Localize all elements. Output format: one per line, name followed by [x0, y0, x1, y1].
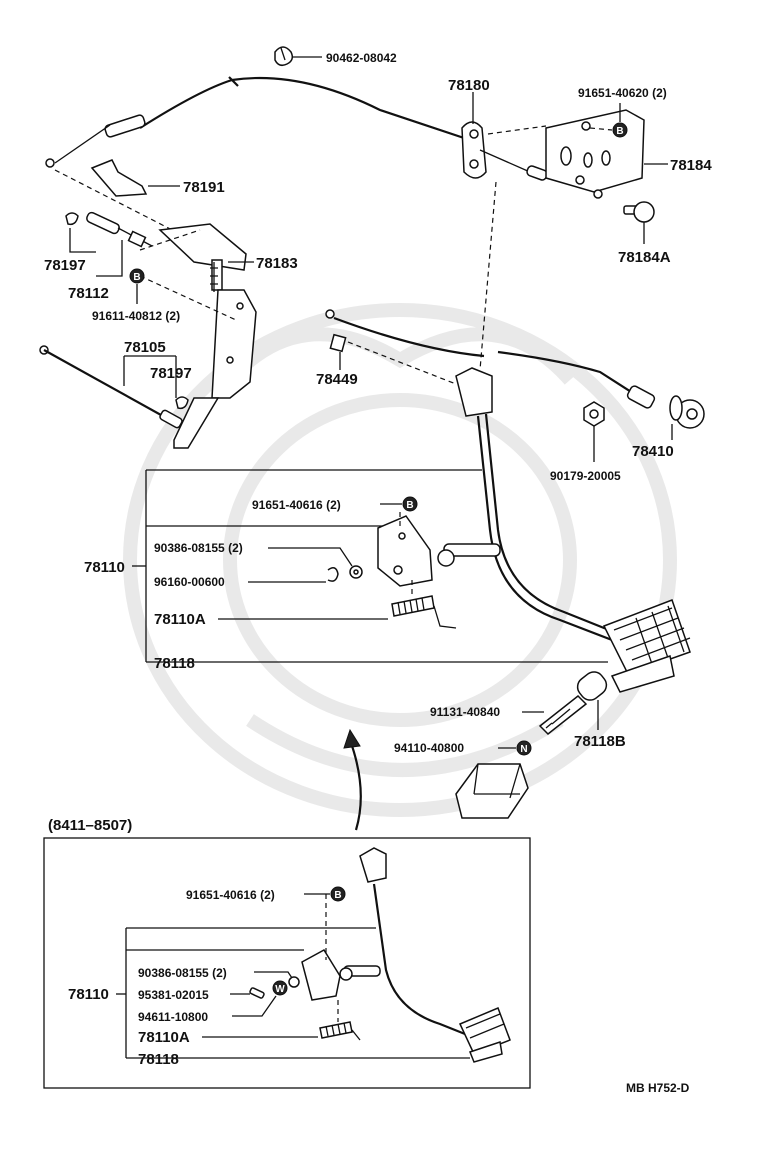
inset-label-78110A: 78110A	[138, 1029, 190, 1046]
diagram-reference-code: MB H752-D	[626, 1081, 690, 1095]
watermark	[123, 303, 677, 817]
inset-washer-badge-w: W	[272, 980, 288, 996]
label-78112: 78112	[68, 285, 109, 302]
svg-text:W: W	[275, 984, 285, 995]
svg-text:B: B	[616, 126, 623, 137]
inset-label-78118: 78118	[138, 1051, 179, 1068]
svg-text:B: B	[406, 500, 413, 511]
clip-78197-lower	[175, 396, 189, 410]
cable-bracket-78180	[461, 121, 548, 181]
svg-text:N: N	[520, 744, 527, 755]
rod-78112	[86, 211, 153, 248]
stopper-cap-78118B	[576, 671, 608, 701]
rod-78105	[39, 345, 183, 429]
clip-part	[274, 46, 294, 67]
label-78118B: 78118B	[574, 733, 626, 750]
svg-text:B: B	[334, 890, 341, 901]
cable-end-78449	[325, 309, 485, 358]
label-91651-40620: 91651-40620 (2)	[578, 86, 667, 100]
bracket-78184	[545, 109, 645, 199]
clip-96160	[327, 567, 339, 582]
label-78410: 78410	[632, 443, 674, 460]
inset-label-78110: 78110	[68, 986, 109, 1003]
nut-badge-b: B	[129, 268, 145, 284]
pivot-bracket	[377, 515, 501, 587]
cap-78184A	[623, 201, 655, 223]
bolt-badge-b-pedal: B	[402, 496, 418, 512]
label-78110: 78110	[84, 559, 125, 576]
label-78197-upper: 78197	[44, 257, 86, 274]
inset-label-91651-40616: 91651-40616 (2)	[186, 888, 275, 902]
inset-pivot-bracket	[301, 949, 381, 1001]
label-78184A: 78184A	[618, 249, 671, 266]
clip-78197-upper	[65, 212, 79, 226]
inset-label-94611-10800: 94611-10800	[138, 1010, 208, 1024]
inset-pin-95381	[249, 987, 265, 999]
label-78183: 78183	[256, 255, 298, 272]
nut-badge-n: N	[516, 740, 532, 756]
inset-range-label: (8411–8507)	[48, 817, 132, 834]
inset-bushing	[288, 976, 300, 988]
label-94110-40800: 94110-40800	[394, 741, 464, 755]
label-90462-08042: 90462-08042	[326, 51, 397, 65]
label-78105: 78105	[124, 339, 166, 356]
label-91131-40840: 91131-40840	[430, 705, 500, 719]
stopper-bolt-91131	[538, 694, 588, 736]
spring-78110A	[391, 595, 457, 629]
inset-label-90386-08155: 90386-08155 (2)	[138, 966, 227, 980]
inset-label-95381-02015: 95381-02015	[138, 988, 209, 1002]
label-90179-20005: 90179-20005	[550, 469, 621, 483]
label-96160-00600: 96160-00600	[154, 575, 225, 589]
floor-stopper-block	[455, 763, 529, 819]
label-78118: 78118	[154, 655, 195, 672]
inset-frame	[43, 837, 531, 1089]
svg-text:B: B	[133, 272, 140, 283]
label-78184: 78184	[670, 157, 712, 174]
inset-spring-78110A	[319, 1021, 361, 1041]
throttle-cable	[45, 76, 471, 168]
bushing-90386	[349, 565, 363, 579]
label-78197-lower: 78197	[150, 365, 192, 382]
label-78191: 78191	[183, 179, 225, 196]
label-90386-08155: 90386-08155 (2)	[154, 541, 243, 555]
inset-bolt-badge-b: B	[330, 886, 346, 902]
curved-arrow	[343, 728, 362, 831]
label-78180: 78180	[448, 77, 490, 94]
label-91611-40812: 91611-40812 (2)	[92, 309, 180, 323]
nut-90179	[583, 401, 605, 427]
label-78449: 78449	[316, 371, 358, 388]
inset-pedal-arm	[359, 847, 511, 1063]
bracket-78191	[90, 159, 148, 197]
label-91651-40616: 91651-40616 (2)	[252, 498, 341, 512]
bolt-badge-b: B	[612, 122, 628, 138]
pedal-support-bracket-78183	[158, 223, 257, 449]
label-78110A: 78110A	[154, 611, 206, 628]
knob-cable-78410	[497, 350, 705, 429]
accelerator-pedal-arm-78118	[455, 367, 691, 693]
